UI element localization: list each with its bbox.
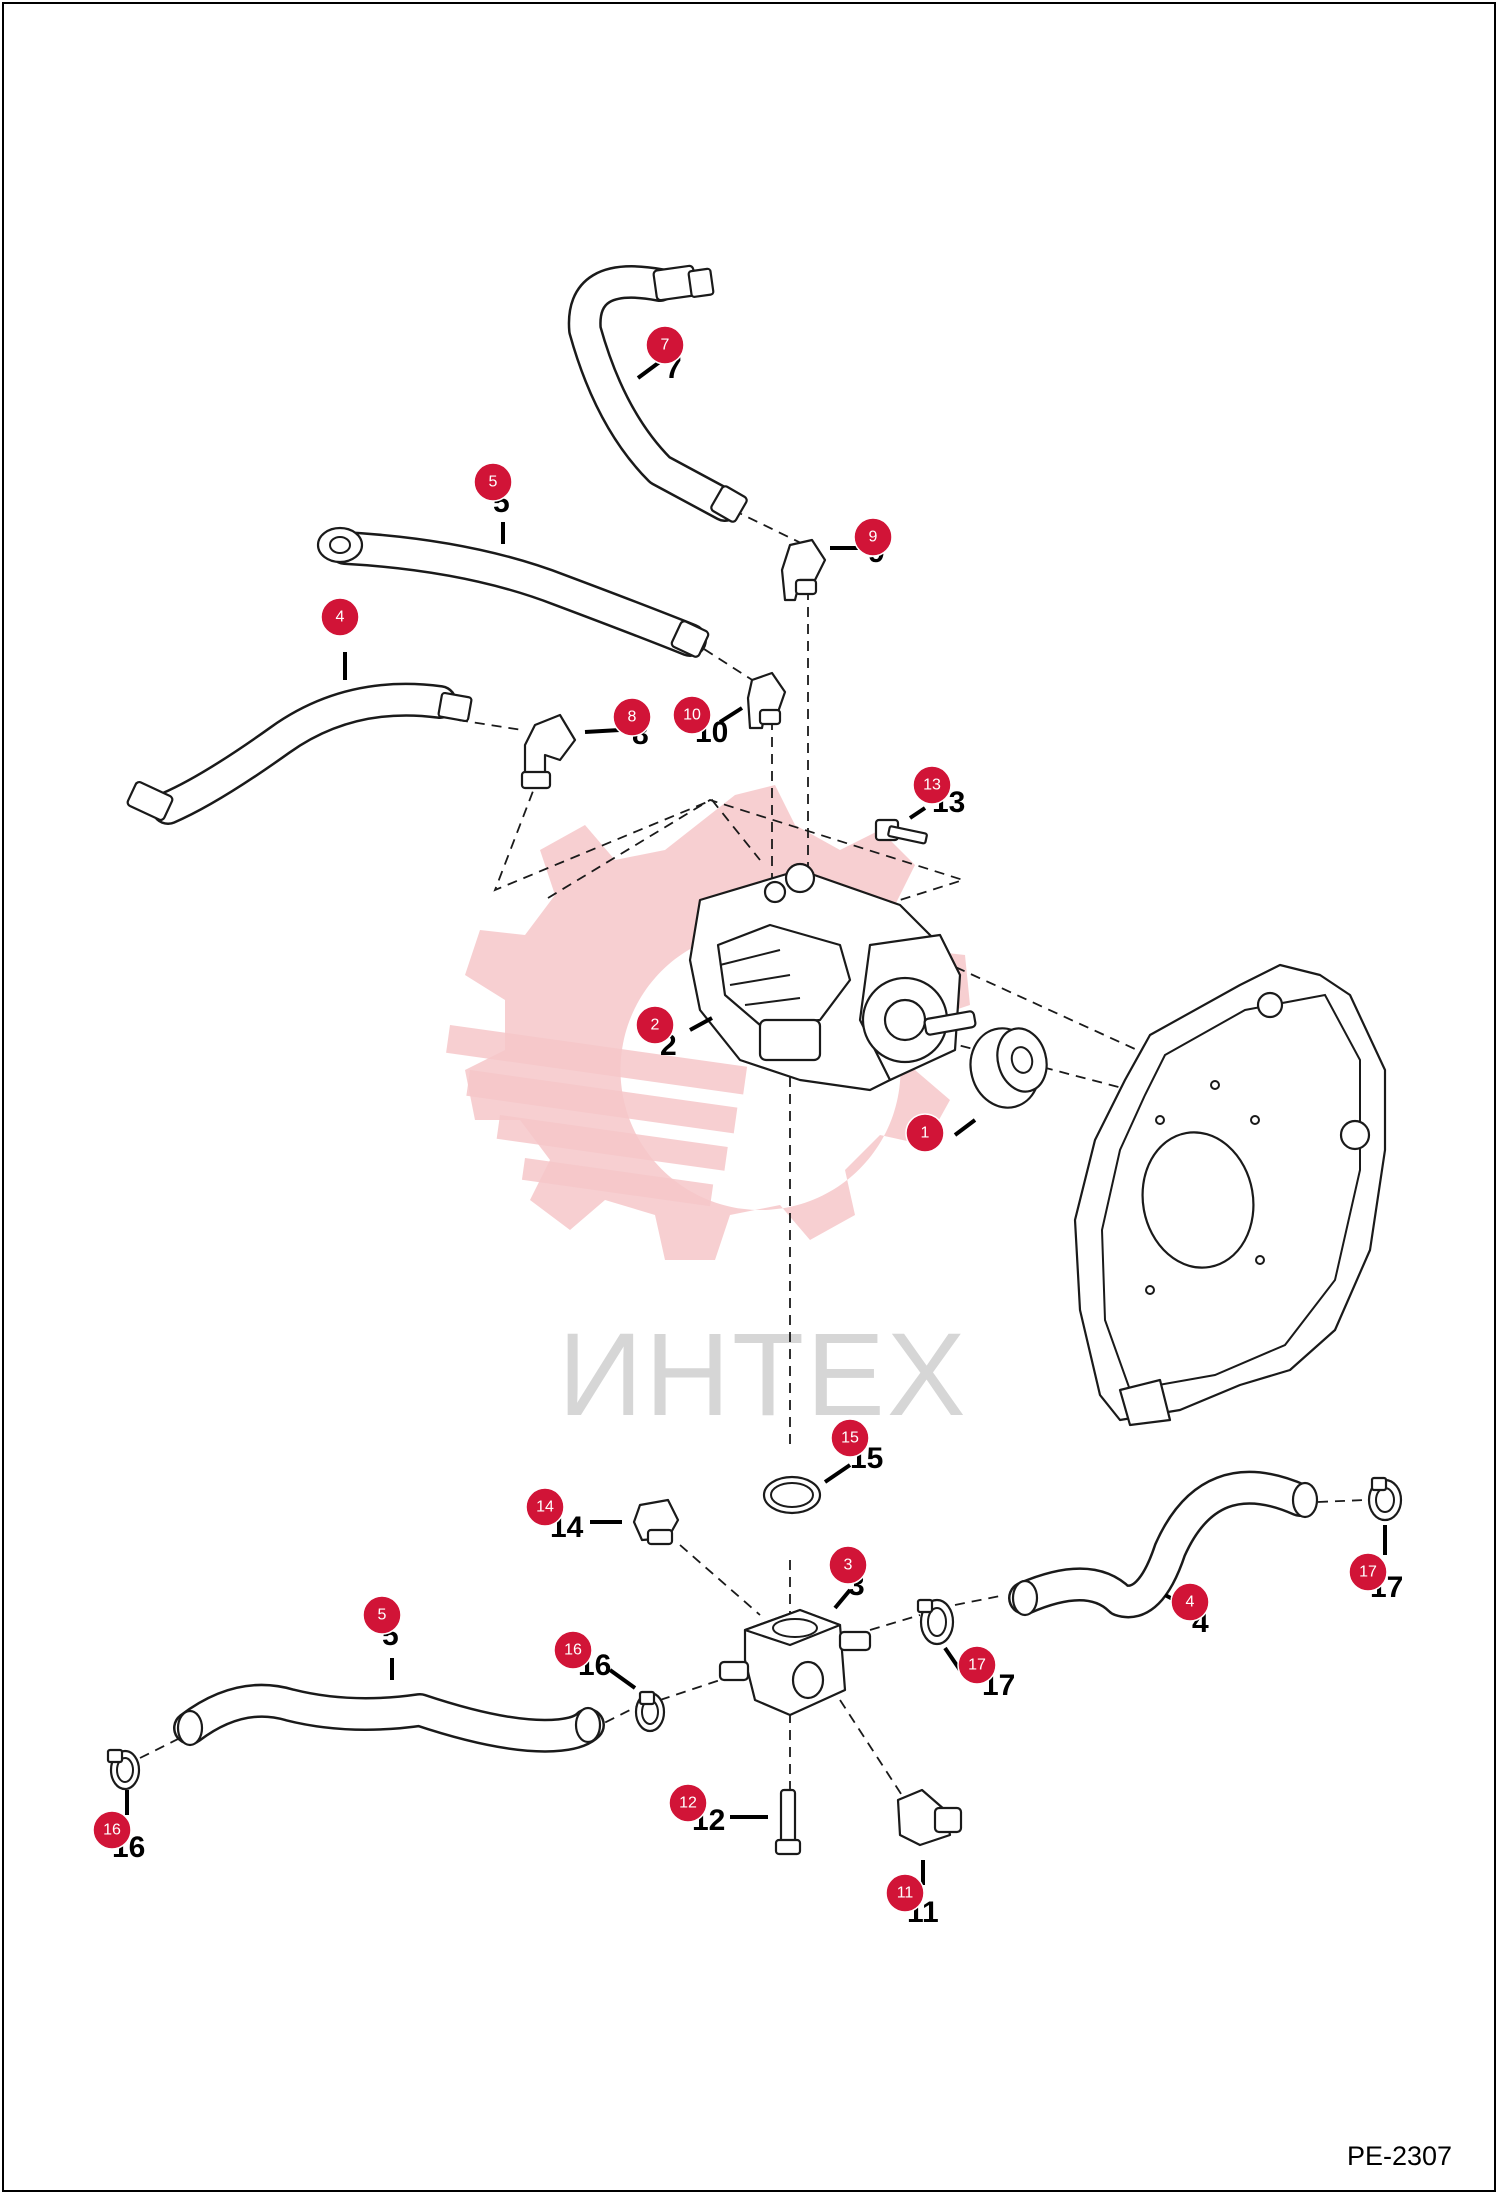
callout-9: 8 8: [584, 697, 652, 751]
callout-17-right: 17 17: [1348, 1525, 1403, 1604]
svg-text:14: 14: [536, 1499, 554, 1516]
callout-6: 7 7: [636, 325, 685, 385]
flywheel-housing: [1073, 963, 1387, 1427]
bolt-12: [774, 1788, 802, 1856]
svg-text:13: 13: [923, 777, 941, 794]
elbow-fitting-11-lower: [746, 671, 787, 730]
diagram-code: PE-2307: [1347, 2141, 1452, 2171]
svg-text:10: 10: [683, 707, 701, 724]
elbow-fitting-10: [896, 1788, 963, 1847]
svg-text:4: 4: [336, 609, 345, 626]
svg-text:4: 4: [1186, 1594, 1195, 1611]
callout-11-lower: 10 10: [672, 695, 744, 749]
svg-text:5: 5: [378, 1607, 387, 1624]
hydrostatic-pump-2: [688, 862, 977, 1092]
callout-8: 5 5: [473, 462, 513, 544]
svg-text:5: 5: [489, 474, 498, 491]
callout-2: 2 2: [635, 1005, 713, 1062]
callout-7: 4: [320, 597, 360, 680]
svg-text:12: 12: [679, 1795, 697, 1812]
svg-text:9: 9: [869, 529, 878, 546]
svg-text:2: 2: [651, 1017, 660, 1034]
callout-3: 3 3: [828, 1545, 868, 1610]
svg-text:16: 16: [564, 1642, 582, 1659]
callout-1: 1: [905, 1113, 977, 1153]
hose-8: [316, 526, 710, 658]
svg-text:3: 3: [844, 1557, 853, 1574]
hose-5: [173, 1683, 605, 1753]
callout-5: 5 5: [362, 1595, 402, 1680]
svg-text:17: 17: [968, 1657, 986, 1674]
callout-17-mid: 17 17: [943, 1645, 1015, 1702]
callout-14: 13 13: [908, 765, 965, 820]
callout-11-upper: 9 9: [830, 517, 893, 569]
o-ring-15: [762, 1475, 822, 1515]
callout-4: 4 4: [1164, 1582, 1210, 1639]
elbow-fitting-11-upper: [780, 538, 827, 602]
svg-text:8: 8: [628, 709, 637, 726]
hose-clamp-16-mid: [634, 1690, 666, 1733]
callout-12: 12 12: [668, 1783, 768, 1837]
bolt-14: [874, 818, 928, 845]
gear-1: [969, 1027, 1048, 1109]
assembly-lines: [139, 509, 1366, 1840]
hose-4: [1008, 1470, 1319, 1619]
callout-16-mid: 16 16: [553, 1630, 637, 1690]
hose-7: [126, 682, 473, 825]
watermark-text: ИНТЕХ: [558, 1309, 968, 1441]
callout-16-left: 16 16: [92, 1790, 145, 1864]
svg-text:17: 17: [1359, 1564, 1377, 1581]
hose-clamp-17-mid: [916, 1598, 955, 1646]
svg-text:7: 7: [661, 337, 670, 354]
svg-text:11: 11: [897, 1885, 914, 1902]
svg-text:15: 15: [841, 1430, 859, 1447]
callout-13: 14 14: [525, 1487, 622, 1544]
svg-text:1: 1: [921, 1125, 930, 1142]
elbow-fitting-9: [520, 713, 577, 790]
svg-text:16: 16: [103, 1822, 121, 1839]
hose-clamp-16-left: [106, 1748, 141, 1791]
callout-10: 11 11: [885, 1860, 939, 1929]
manifold-block-3: [718, 1608, 872, 1717]
callout-15: 15 15: [823, 1418, 883, 1484]
hose-6: [567, 264, 748, 523]
plug-13: [632, 1498, 680, 1546]
hose-clamp-17-right: [1367, 1476, 1403, 1522]
